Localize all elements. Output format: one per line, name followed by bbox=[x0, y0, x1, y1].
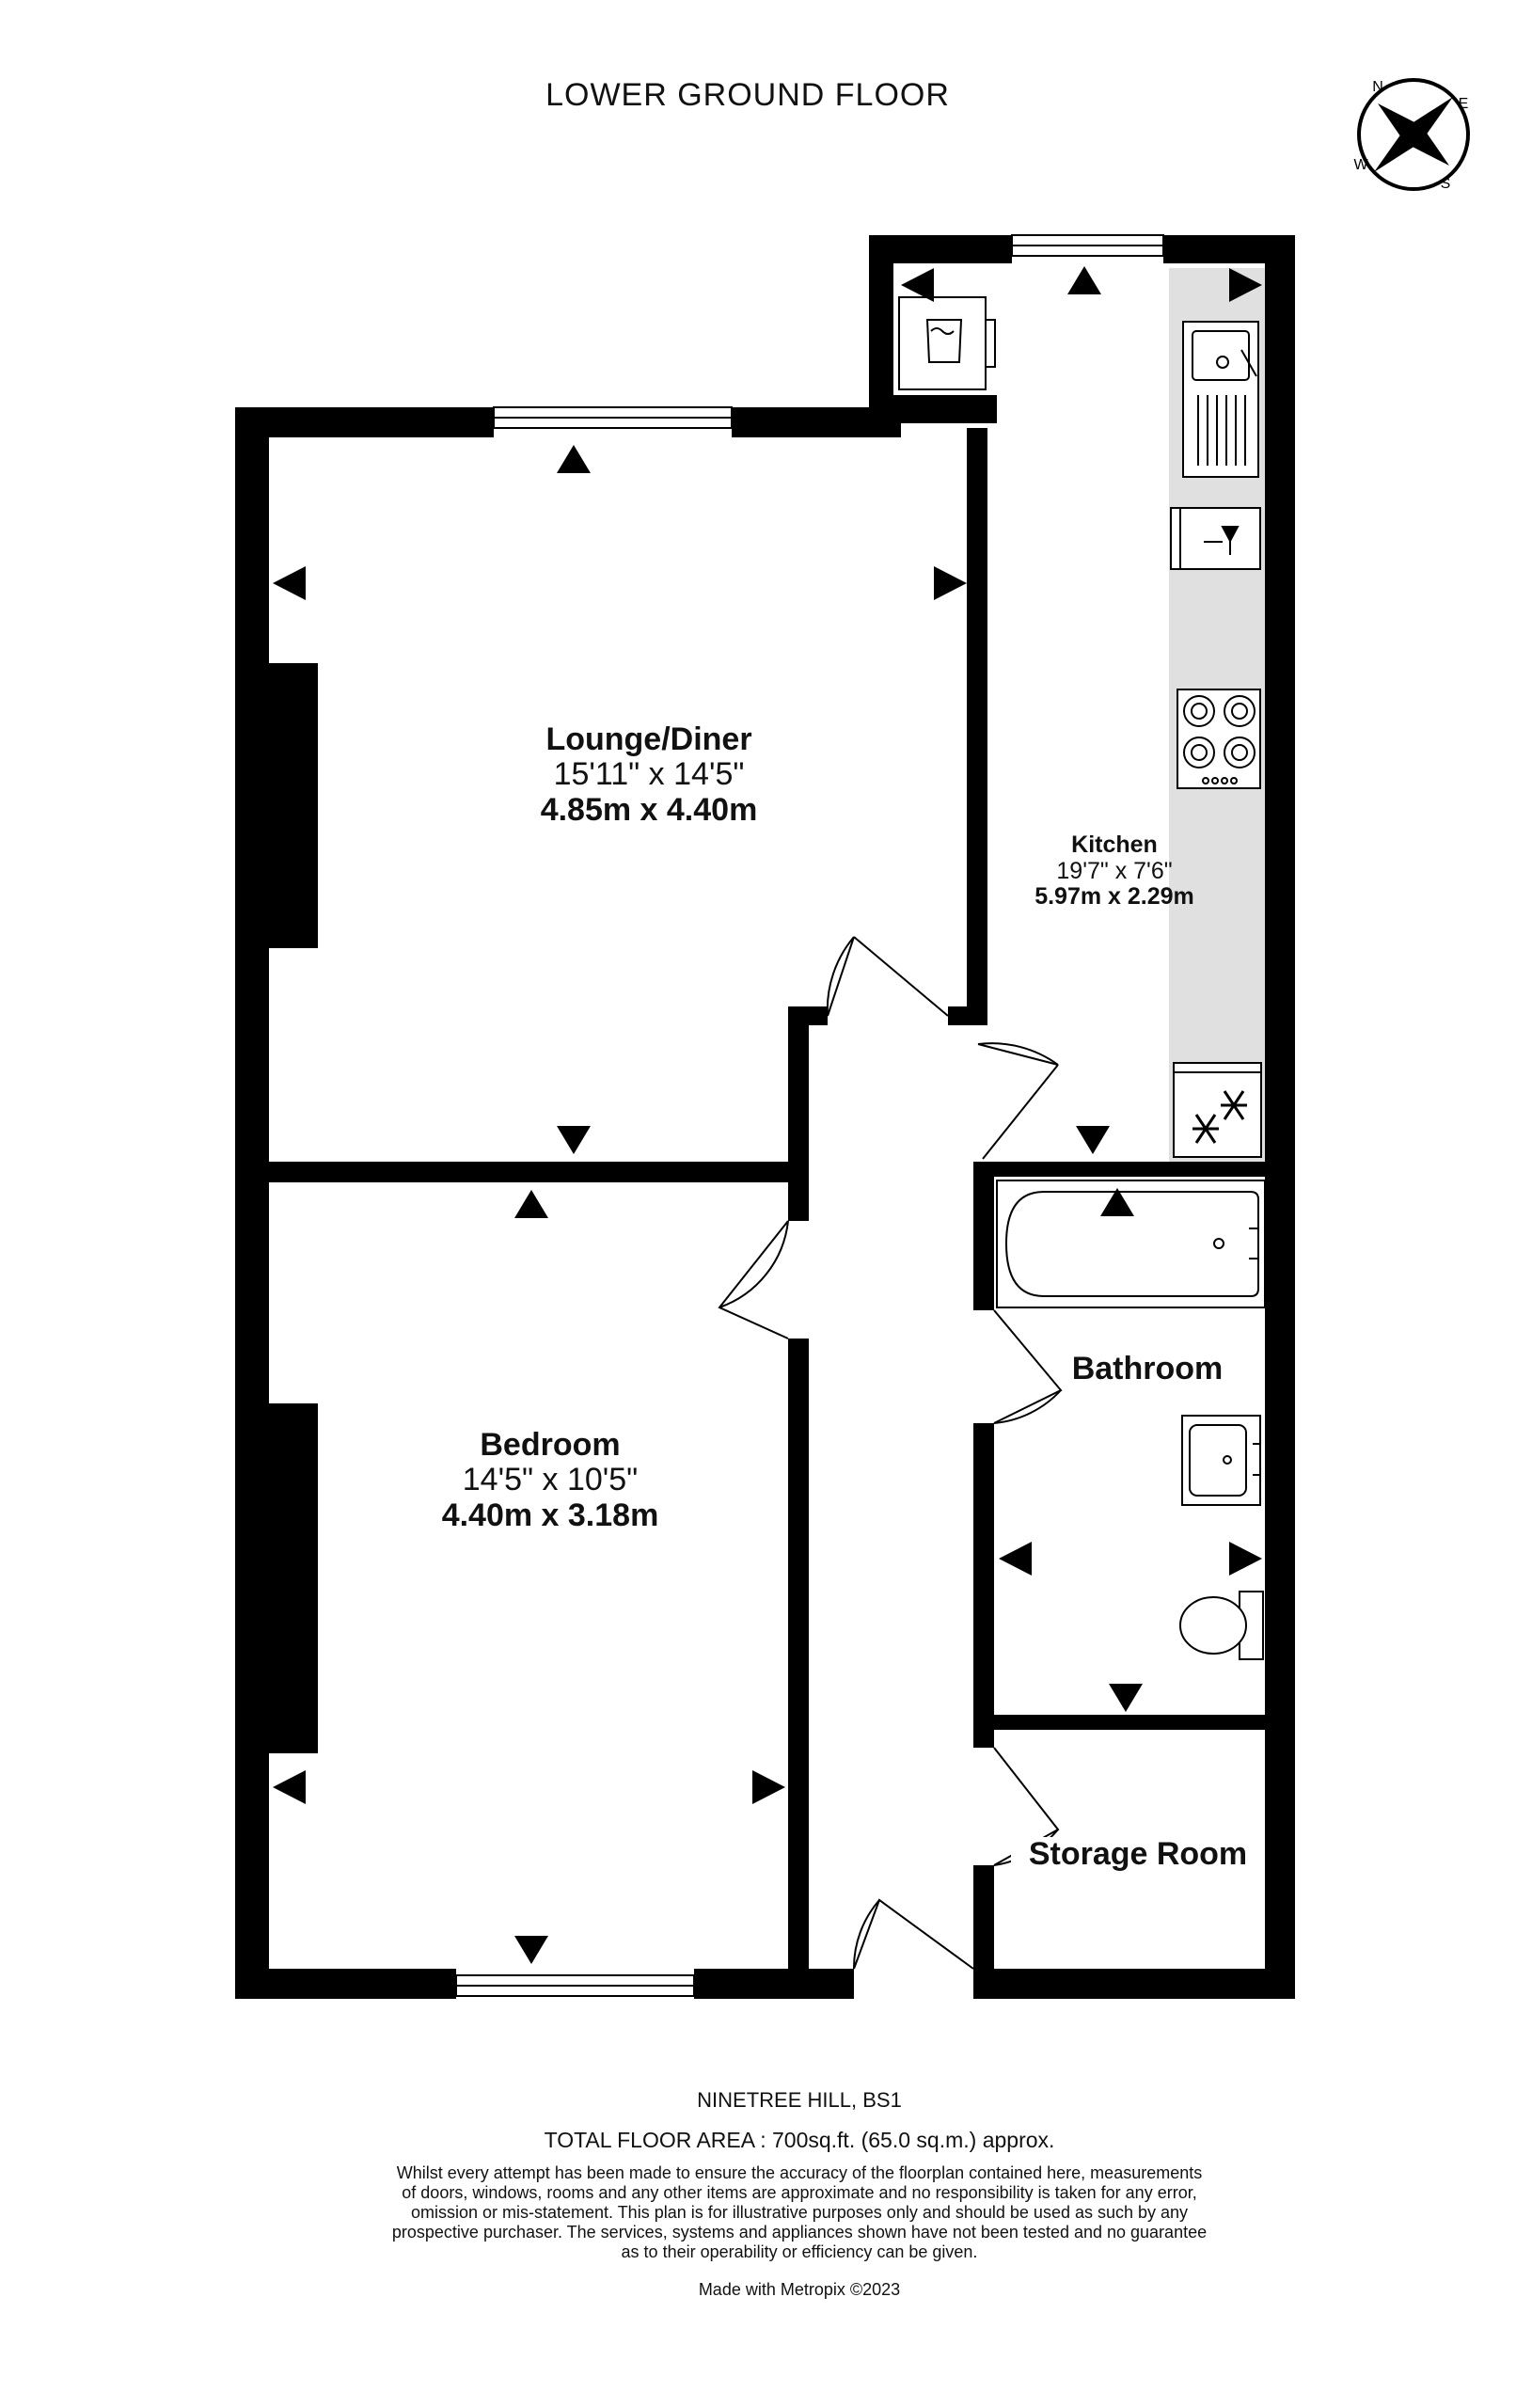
disclaimer-line: of doors, windows, rooms and any other i… bbox=[402, 2183, 1197, 2202]
room-label-storage: Storage Room bbox=[1011, 1836, 1265, 1873]
compass-n: N bbox=[1372, 79, 1383, 95]
kitchen-metric: 5.97m x 2.29m bbox=[1034, 883, 1194, 910]
bathroom-name: Bathroom bbox=[1071, 1351, 1224, 1386]
lounge-name: Lounge/Diner bbox=[545, 721, 752, 757]
basin-icon bbox=[1181, 1415, 1261, 1506]
disclaimer: Whilst every attempt has been made to en… bbox=[0, 2163, 1532, 2262]
credit: Made with Metropix ©2023 bbox=[698, 2280, 901, 2299]
room-label-bathroom: Bathroom bbox=[1044, 1351, 1251, 1386]
sink-icon bbox=[1182, 321, 1259, 478]
kitchen-imperial: 19'7" x 7'6" bbox=[1056, 857, 1173, 884]
lounge-metric: 4.85m x 4.40m bbox=[540, 791, 758, 828]
windows bbox=[455, 234, 1164, 1997]
disclaimer-line: prospective purchaser. The services, sys… bbox=[391, 2223, 1208, 2242]
storage-name: Storage Room bbox=[1028, 1836, 1248, 1872]
disclaimer-line: Whilst every attempt has been made to en… bbox=[396, 2163, 1203, 2182]
dimension-arrows bbox=[273, 266, 1262, 1964]
fridge-freezer-icon bbox=[1173, 1062, 1262, 1158]
compass-w: W bbox=[1353, 157, 1368, 173]
bath-icon bbox=[996, 1180, 1266, 1308]
compass-icon: N E S W bbox=[1353, 78, 1470, 192]
compass-e: E bbox=[1459, 96, 1469, 112]
kitchen-name: Kitchen bbox=[1071, 832, 1158, 858]
total-floor-area: TOTAL FLOOR AREA : 700sq.ft. (65.0 sq.m.… bbox=[544, 2128, 1055, 2152]
compass-s: S bbox=[1441, 176, 1451, 192]
room-label-lounge: Lounge/Diner 15'11" x 14'5" 4.85m x 4.40… bbox=[475, 721, 823, 828]
property-address: NINETREE HILL, BS1 bbox=[697, 2088, 902, 2112]
dishwasher-icon bbox=[1170, 507, 1261, 570]
disclaimer-line: as to their operability or efficiency ca… bbox=[621, 2242, 978, 2261]
washing-machine-icon bbox=[898, 296, 996, 390]
bedroom-imperial: 14'5" x 10'5" bbox=[462, 1462, 639, 1498]
walls bbox=[235, 235, 1295, 1999]
hob-icon bbox=[1177, 689, 1261, 789]
room-label-bedroom: Bedroom 14'5" x 10'5" 4.40m x 3.18m bbox=[376, 1427, 724, 1533]
drainer bbox=[1197, 395, 1246, 466]
bedroom-metric: 4.40m x 3.18m bbox=[441, 1497, 659, 1533]
bedroom-name: Bedroom bbox=[480, 1427, 621, 1463]
floor-title: LOWER GROUND FLOOR bbox=[545, 77, 950, 113]
doors bbox=[718, 936, 1063, 1970]
room-label-kitchen: Kitchen 19'7" x 7'6" 5.97m x 2.29m bbox=[1006, 832, 1223, 911]
lounge-imperial: 15'11" x 14'5" bbox=[553, 756, 745, 793]
disclaimer-line: omission or mis-statement. This plan is … bbox=[410, 2203, 1189, 2222]
toilet-icon bbox=[1179, 1591, 1264, 1660]
